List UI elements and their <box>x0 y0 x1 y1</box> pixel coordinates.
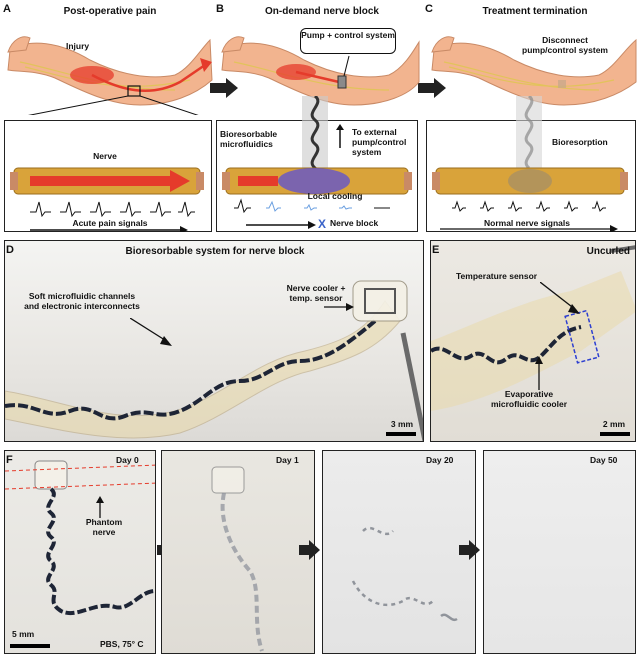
nerve-pain-diagram <box>10 167 204 218</box>
acute-pain-label: Acute pain signals <box>72 218 148 228</box>
channels-label: Soft microfluidic channels and electroni… <box>24 291 140 311</box>
nerve-block-arrow <box>246 221 316 229</box>
panel-b-title: On-demand nerve block <box>265 6 379 17</box>
temp-sensor-arrow <box>540 282 580 314</box>
scale-bar-f <box>10 644 50 648</box>
panel-d-letter: D <box>6 244 14 256</box>
normal-signals-arrow <box>440 225 618 232</box>
local-cooling-label: Local cooling <box>307 191 363 201</box>
arrow-b-to-c <box>418 78 446 98</box>
device-photo-e <box>431 245 635 411</box>
panel-d-photo <box>4 240 424 442</box>
block-x-icon: X <box>318 217 327 231</box>
scale-label-e: 2 mm <box>602 419 626 429</box>
panel-f-day50-photo <box>483 450 636 654</box>
normal-signals <box>452 200 606 212</box>
pbs-label: PBS, 75° C <box>100 639 144 649</box>
day-0-label: Day 0 <box>116 455 139 465</box>
nerve-normal-diagram <box>432 167 628 195</box>
panel-f-day20-photo <box>322 450 476 654</box>
panel-c-letter: C <box>425 3 433 15</box>
arrow-f-20-50 <box>459 540 480 560</box>
channels-arrow <box>130 318 172 346</box>
day-20-label: Day 20 <box>426 455 454 465</box>
scale-bar-e <box>600 432 630 436</box>
acute-pain-arrow <box>30 226 188 232</box>
normal-signals-label: Normal nerve signals <box>484 218 570 228</box>
day-50-label: Day 50 <box>590 455 618 465</box>
cooler-label: Nerve cooler + temp. sensor <box>286 283 346 303</box>
evap-cooler-label: Evaporative microfluidic cooler <box>490 389 568 409</box>
device-photo-f0 <box>5 460 155 616</box>
up-arrow-external <box>336 124 344 148</box>
panel-f-day0-photo <box>4 450 156 654</box>
panel-b-letter: B <box>216 3 224 15</box>
scale-bar-d <box>386 432 416 436</box>
temp-sensor-label: Temperature sensor <box>456 271 538 281</box>
arm-illustration-b <box>221 36 420 106</box>
block-signals <box>234 198 390 214</box>
panel-e-photo <box>430 240 636 442</box>
arm-illustration-c <box>431 36 637 106</box>
arrow-f-1-20 <box>299 540 320 560</box>
panel-d-title: Bioresorbable system for nerve block <box>125 246 305 257</box>
nerve-label: Nerve <box>93 151 117 161</box>
scale-label-d: 3 mm <box>390 419 414 429</box>
panel-e-title: Uncurled <box>586 246 630 257</box>
scale-label-f: 5 mm <box>12 629 35 639</box>
panel-f-day1-photo <box>161 450 315 654</box>
day-1-label: Day 1 <box>276 455 299 465</box>
device-photo-d <box>5 280 423 441</box>
panel-a-letter: A <box>3 3 11 15</box>
arm-illustration-a <box>7 36 213 115</box>
injury-label: Injury <box>66 41 90 51</box>
nerve-block-diagram <box>222 167 412 195</box>
phantom-arrow <box>96 496 104 518</box>
device-photo-f20 <box>351 526 458 622</box>
bioresorbable-label: Bioresorbable microfluidics <box>220 129 278 149</box>
pump-label: Pump + control system <box>300 28 396 54</box>
nerve-block-label: Nerve block <box>330 218 379 228</box>
disconnect-label: Disconnect pump/control system <box>522 35 608 55</box>
cooler-arrow <box>324 303 354 311</box>
arrow-a-to-b <box>210 78 238 98</box>
panel-e-letter: E <box>432 244 440 256</box>
bioresorption-label: Bioresorption <box>552 137 608 147</box>
panel-a-title: Post-operative pain <box>63 6 157 17</box>
panel-c-title: Treatment termination <box>482 6 588 17</box>
phantom-nerve-label: Phantom nerve <box>85 517 123 537</box>
external-label: To external pump/control system <box>352 127 407 157</box>
evap-arrow <box>535 356 543 390</box>
device-photo-f1 <box>211 466 264 652</box>
panel-f-letter: F <box>6 454 13 466</box>
